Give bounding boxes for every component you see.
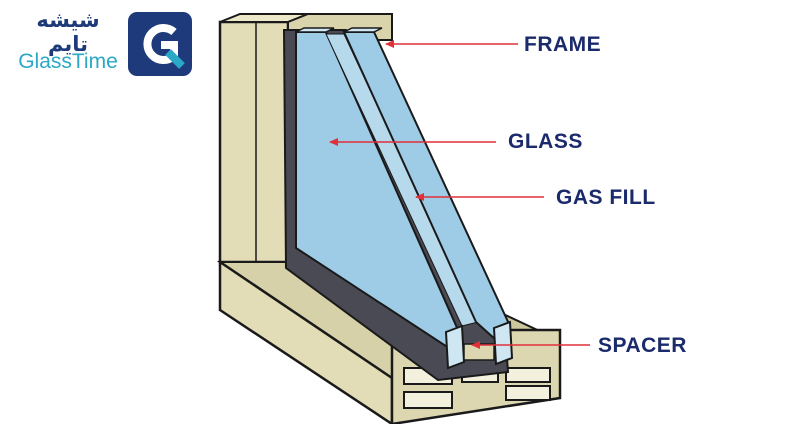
logo-persian-text: شیشه تایم: [36, 8, 100, 56]
glasstime-g-logo-icon: [128, 12, 192, 76]
glass-label: GLASS: [508, 130, 583, 153]
brand-logo: شیشه تایم GlassTime: [0, 0, 200, 90]
gas-fill-label: GAS FILL: [556, 186, 656, 209]
spacer-label: SPACER: [598, 334, 687, 357]
logo-english-text: GlassTime: [18, 50, 118, 73]
frame-label: FRAME: [524, 33, 601, 56]
